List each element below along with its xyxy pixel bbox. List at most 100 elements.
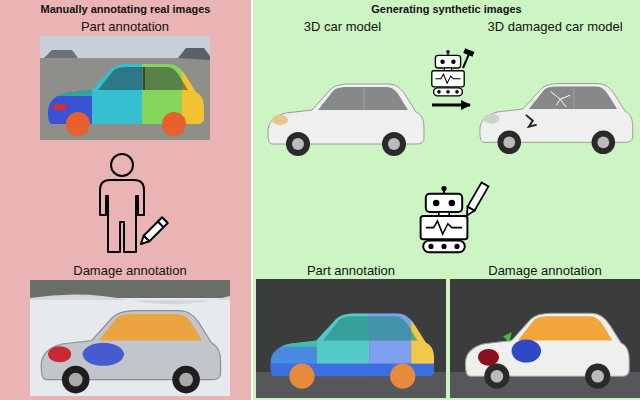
real-part-photo xyxy=(66,112,90,136)
real-panel xyxy=(0,0,251,400)
human-annotator-icon xyxy=(138,236,149,247)
real-damage-photo xyxy=(41,311,220,394)
image-heading: 3D car model xyxy=(255,19,430,34)
3d-damaged-car-model xyxy=(526,115,537,127)
image-heading: Damage annotation xyxy=(25,263,235,278)
3d-damaged-car-model xyxy=(497,131,521,155)
real-damage-photo xyxy=(48,346,71,362)
synthetic-part-render xyxy=(256,279,446,398)
panel-heading: Manually annotating real images xyxy=(0,0,251,15)
robot-hammer-icon xyxy=(432,48,475,96)
synthetic-damage-render xyxy=(491,370,504,383)
synthetic-part-render xyxy=(256,279,446,398)
real-part-photo xyxy=(44,50,78,58)
real-part-photo xyxy=(178,48,210,60)
synthetic-part-render xyxy=(262,288,443,393)
real-damage-photo xyxy=(179,373,193,387)
3d-damaged-car-model xyxy=(503,136,515,148)
robot-pencil-icon xyxy=(421,186,468,252)
real-damage-photo xyxy=(99,314,203,340)
synthetic-images-panel: Generating synthetic images 3D car model 3… xyxy=(253,0,640,400)
synthetic-damage-render xyxy=(450,279,640,398)
human-annotator-icon xyxy=(158,222,164,228)
real-part-photo xyxy=(40,40,92,140)
damage-annotation-image: Damage annotation xyxy=(25,263,235,398)
synthetic-part-render xyxy=(289,364,314,389)
real-part-photo xyxy=(40,36,210,140)
damage-annotation-image: Damage annotation xyxy=(450,263,640,398)
synthetic-damage-render xyxy=(585,364,610,389)
3d-car-model xyxy=(388,138,400,150)
image-heading: Part annotation xyxy=(255,263,447,278)
3d-car-model xyxy=(318,87,408,110)
synthetic-damage-render xyxy=(518,316,612,340)
real-part-photo xyxy=(40,36,212,140)
robot-pencil-icon xyxy=(464,182,489,217)
3d-car-model xyxy=(292,138,304,150)
3d-damaged-car-model xyxy=(592,131,616,155)
image-heading: Part annotation xyxy=(30,19,220,34)
synthetic-damage-render xyxy=(512,339,541,362)
synthetic-part-render xyxy=(317,288,370,393)
real-part-photo xyxy=(143,67,145,90)
real-part-photo xyxy=(40,40,212,140)
robot-pencil-icon xyxy=(421,182,489,252)
3d-damaged-car-model xyxy=(550,91,570,107)
panel-heading: Generating synthetic images xyxy=(253,0,640,15)
synthetic-damage-render xyxy=(591,370,604,383)
synthetic-damage-render xyxy=(465,313,629,389)
robot-pencil-icon xyxy=(464,207,475,218)
synthetic-part-render xyxy=(411,288,443,393)
robot-hammer-icon xyxy=(463,54,469,68)
3d-car-model xyxy=(363,87,365,110)
human-annotator-icon xyxy=(100,154,168,252)
3d-car-model xyxy=(382,132,406,156)
3d-car-model xyxy=(272,115,288,125)
human-annotator-icon xyxy=(138,217,168,247)
real-damage-photo xyxy=(30,294,230,304)
3d-damaged-car-model xyxy=(484,114,500,124)
3d-car-model xyxy=(286,132,310,156)
synthetic-part-render xyxy=(390,364,415,389)
real-damage-photo xyxy=(83,343,124,366)
robot-hammer-icon xyxy=(463,48,474,56)
synthetic-part-render xyxy=(262,364,443,379)
real-damage-photo xyxy=(69,373,83,387)
real-part-photo xyxy=(54,104,66,110)
synthetic-part-render xyxy=(262,288,443,393)
3d-damaged-car-model xyxy=(529,86,617,109)
synthetic-damage-render xyxy=(503,332,511,343)
image-heading: 3D damaged car model xyxy=(472,19,638,34)
3d-damaged-car-model xyxy=(597,136,609,148)
synthetic-part-render xyxy=(262,288,317,393)
real-part-photo xyxy=(98,67,188,90)
real-damage-photo xyxy=(30,280,230,396)
damaged-car-model-image: 3D damaged car model xyxy=(472,19,638,176)
car-model-image: 3D car model xyxy=(255,19,430,176)
robot-pencil-icon xyxy=(468,182,489,210)
real-damage-photo xyxy=(30,280,230,396)
synthetic-damage-render xyxy=(450,279,640,398)
process-arrow xyxy=(432,104,470,107)
part-annotation-image: Part annotation xyxy=(30,19,220,142)
human-annotator-icon xyxy=(144,217,168,241)
real-part-photo xyxy=(40,40,212,140)
synthetic-panel xyxy=(253,0,640,400)
part-annotation-image: Part annotation xyxy=(255,263,447,398)
3d-damaged-car-model xyxy=(573,86,574,109)
3d-damaged-car-model xyxy=(480,84,633,155)
real-images-panel: Manually annotating real imagesPart anno… xyxy=(0,0,251,400)
human-annotator-icon xyxy=(111,154,133,176)
human-annotator-icon xyxy=(100,180,144,252)
image-heading: Damage annotation xyxy=(450,263,640,278)
3d-car-model xyxy=(268,84,424,156)
real-part-photo xyxy=(162,112,186,136)
real-damage-photo xyxy=(62,366,90,394)
robot-hammer-icon xyxy=(432,50,464,96)
synthetic-damage-render xyxy=(484,364,509,389)
synthetic-damage-render xyxy=(478,349,499,366)
real-damage-photo xyxy=(172,366,200,394)
